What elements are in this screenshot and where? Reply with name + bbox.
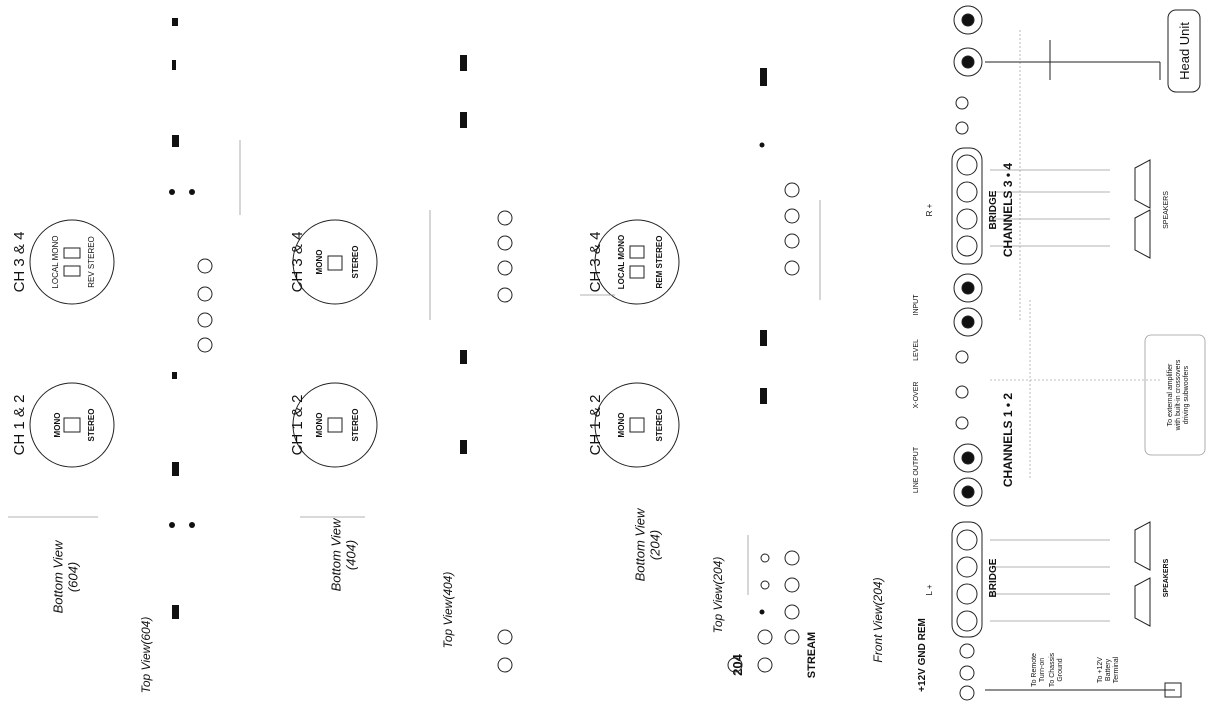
stereo-label-404-b: STEREO — [351, 409, 360, 442]
stereo-label-204: STEREO — [655, 409, 664, 442]
mono-label-404-b: MONO — [315, 413, 324, 438]
xover-label: X-OVER — [913, 382, 920, 409]
bridge-label-34: BRIDGE — [988, 190, 999, 229]
speakers-label-34: SPEAKERS — [1163, 191, 1170, 229]
power-terminal-label: +12V GND REM — [917, 618, 928, 692]
bottom-view-404: CH 3 & 4 MONO STEREO CH 1 & 2 MONO STERE… — [289, 219, 378, 591]
external-amp-note: To external amplifierwith built-in cross… — [1167, 359, 1190, 431]
to-chassis-label: To ChassisGround — [1049, 652, 1064, 687]
mono-label-404: MONO — [315, 250, 324, 275]
ch34-switch-circle-604 — [29, 219, 115, 305]
front-view-panel: Head Unit CHANNELS 3 • 4 CHANNELS 1 • 2 … — [913, 5, 1206, 701]
line-output-label: LINE OUTPUT — [913, 446, 920, 493]
model-204-label: 204 — [730, 653, 745, 675]
top-view-404-label: Top View(404) — [441, 572, 455, 649]
front-view-204-label: Front View(204) — [871, 577, 885, 662]
channels-34-label: CHANNELS 3 • 4 — [1001, 163, 1015, 258]
bottom-view-604: CH 3 & 4 LOCAL MONO REV STEREO CH 1 & 2 … — [8, 219, 115, 613]
bridge-label-12: BRIDGE — [988, 558, 999, 597]
head-unit-label: Head Unit — [1177, 22, 1192, 80]
brand-label: STREAM — [806, 632, 818, 678]
speakers-label-12: SPEAKERS — [1163, 558, 1170, 597]
channels-12-label: CHANNELS 1 • 2 — [1001, 393, 1015, 488]
stereo-label-604: STEREO — [87, 409, 96, 442]
mono-label-604: MONO — [53, 413, 62, 438]
bottom-view-204-label: Bottom View(204) — [633, 507, 663, 581]
to-remote-label: To RemoteTurn-on — [1031, 653, 1046, 687]
local-mono-label-604: LOCAL MONO — [51, 235, 60, 288]
to-battery-label: To +12VBatteryTerminal — [1097, 656, 1120, 683]
ch34-label-404: CH 3 & 4 — [289, 232, 306, 293]
top-view-204-label: Top View(204) — [711, 557, 725, 634]
r-plus-label-34: R + — [925, 203, 934, 216]
ch34-label-604: CH 3 & 4 — [11, 232, 28, 293]
rev-stereo-label-604: REV STEREO — [87, 236, 96, 288]
head-unit-box — [1167, 9, 1201, 93]
bottom-view-604-label: Bottom View(604) — [51, 539, 81, 613]
rem-stereo-label-204: REM STEREO — [655, 236, 664, 289]
ch12-label-204: CH 1 & 2 — [587, 395, 604, 456]
top-view-604-label: Top View(604) — [139, 617, 153, 694]
ch12-label-404: CH 1 & 2 — [289, 395, 306, 456]
input-label: INPUT — [913, 294, 920, 316]
top-view-204: Top View(204) 204 STREAM Front View(204) — [711, 68, 885, 678]
mono-label-204: MONO — [617, 413, 626, 438]
bottom-view-204: CH 3 & 4 LOCAL MONO REM STEREO CH 1 & 2 … — [580, 219, 680, 581]
l-plus-label-12: L + — [925, 584, 934, 595]
top-view-604: Top View(604) — [139, 18, 241, 694]
local-mono-label-204: LOCAL MONO — [617, 235, 626, 290]
ch12-label-604: CH 1 & 2 — [11, 395, 28, 456]
level-label: LEVEL — [913, 339, 920, 361]
stereo-label-404: STEREO — [351, 246, 360, 279]
bottom-view-404-label: Bottom View(404) — [329, 517, 359, 591]
ch34-label-204: CH 3 & 4 — [587, 232, 604, 293]
top-view-404: Top View(404) — [429, 55, 513, 673]
ch12-switch-circle-604 — [29, 382, 115, 468]
speaker-icon — [1134, 159, 1151, 627]
